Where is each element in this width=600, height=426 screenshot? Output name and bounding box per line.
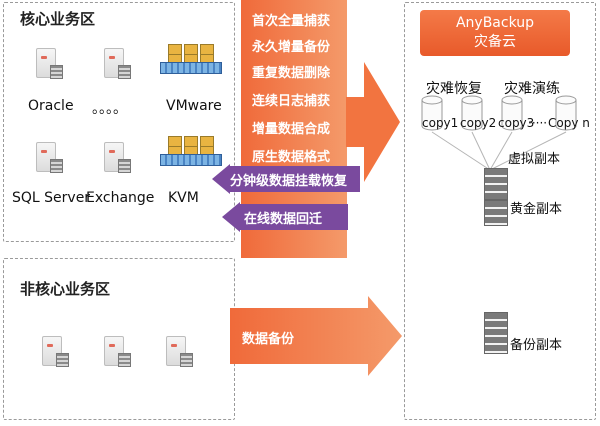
kvm-hypervisor-icon	[160, 136, 222, 166]
cloud-title-box: AnyBackup 灾备云	[420, 10, 570, 56]
vmware-label: VMware	[166, 98, 222, 114]
backup-copy-disk-icon	[484, 312, 508, 354]
mount-restore-label: 分钟级数据挂载恢复	[230, 174, 348, 189]
pipeline-step: 重复数据删除	[252, 66, 331, 81]
pipeline-step: 首次全量捕获	[252, 14, 331, 29]
ellipsis-label: 。。。。	[92, 101, 127, 117]
noncore-zone-title: 非核心业务区	[20, 280, 111, 298]
server-icon	[104, 48, 131, 79]
pipeline-step: 永久增量备份	[252, 40, 331, 55]
core-business-zone	[3, 2, 235, 242]
backup-copy-label: 备份副本	[510, 338, 563, 353]
copy-ellipsis-label: ·····	[528, 116, 548, 130]
noncore-server-icon	[42, 336, 69, 367]
gold-copy-disk-icon	[484, 168, 508, 200]
pipeline-step: 连续日志捕获	[252, 94, 331, 109]
dr-restore-label: 灾难恢复	[426, 81, 482, 97]
core-zone-title: 核心业务区	[20, 10, 96, 28]
data-backup-label: 数据备份	[242, 332, 295, 347]
pipeline-step: 原生数据格式	[252, 150, 331, 165]
copy-label: copy2	[460, 116, 497, 130]
gold-copy-label: 黄金副本	[510, 202, 563, 217]
copies-diagram	[421, 95, 577, 171]
exchange-server-icon	[104, 142, 131, 173]
kvm-label: KVM	[168, 190, 199, 206]
oracle-server-icon	[36, 48, 63, 79]
copy-label: Copy n	[548, 116, 590, 130]
pipeline-arrow-icon	[346, 62, 400, 182]
cloud-title-line2: 灾备云	[474, 34, 516, 50]
data-backup-arrow-icon	[230, 296, 402, 376]
noncore-server-icon	[104, 336, 131, 367]
cloud-title-line1: AnyBackup	[455, 15, 535, 31]
sqlserver-label: SQL Server	[12, 190, 91, 206]
anybackup-cloud-zone	[404, 2, 596, 420]
copy-label: copy1	[422, 116, 459, 130]
noncore-server-icon	[166, 336, 193, 367]
mount-restore-arrow-icon	[212, 164, 360, 194]
pipeline-step: 增量数据合成	[252, 122, 331, 137]
online-migrate-label: 在线数据回迁	[244, 212, 323, 227]
oracle-label: Oracle	[28, 98, 74, 114]
virtual-copy-label: 虚拟副本	[508, 152, 561, 167]
gold-copy-disk-icon	[484, 200, 508, 226]
dr-drill-label: 灾难演练	[504, 81, 560, 97]
exchange-label: Exchange	[86, 190, 155, 206]
vmware-hypervisor-icon	[160, 44, 222, 74]
online-migrate-arrow-icon	[222, 202, 348, 232]
copy-label: copy3	[498, 116, 535, 130]
sqlserver-server-icon	[36, 142, 63, 173]
